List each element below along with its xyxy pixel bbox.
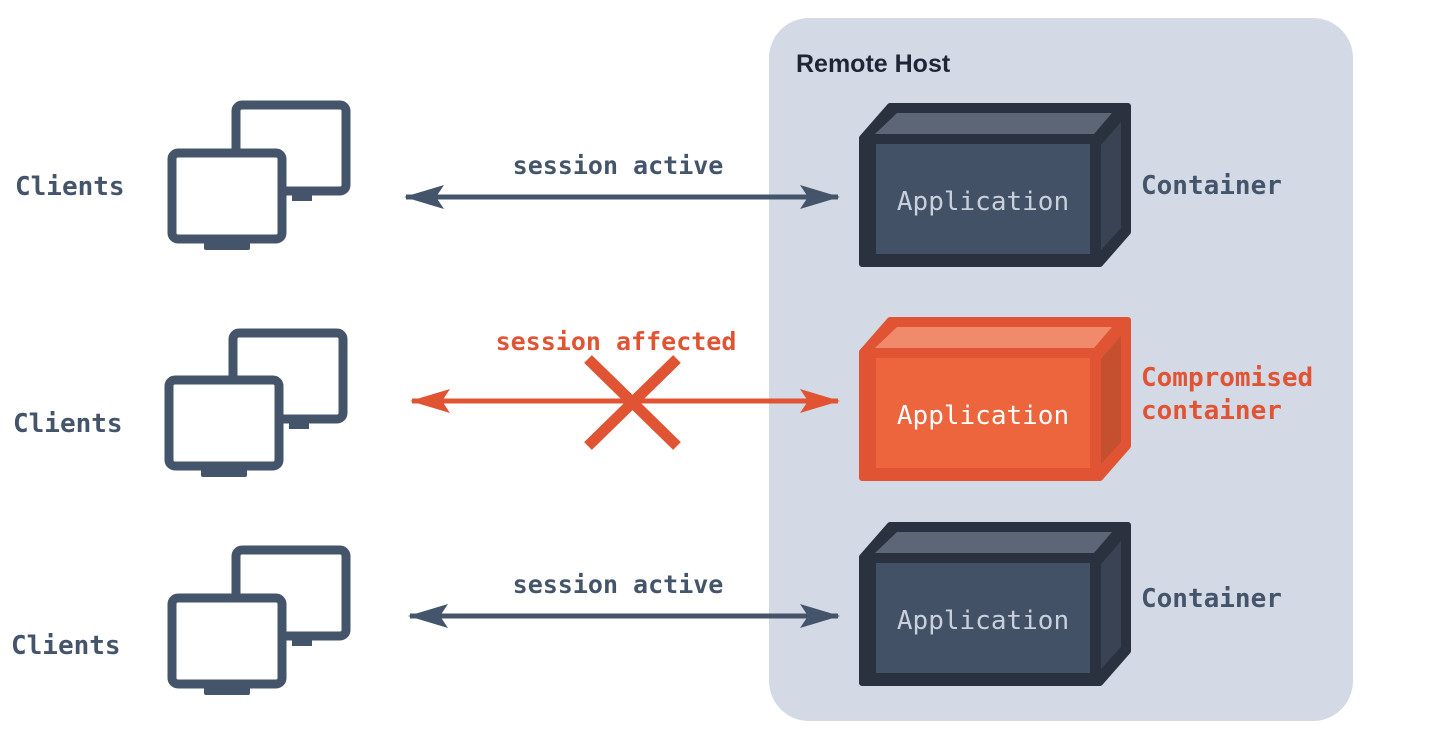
session-label: session affected — [496, 327, 737, 356]
clients-monitors-icon — [167, 100, 351, 250]
compromised-label-line2: container — [1141, 396, 1282, 426]
clients-label: Clients — [13, 409, 123, 439]
container-label: Container — [1141, 584, 1282, 614]
compromised-label-line1: Compromised — [1141, 363, 1313, 393]
row-2: Clients session affected Application Com… — [13, 317, 1313, 481]
remote-host-title: Remote Host — [796, 50, 951, 78]
row-1: Clients session active Application Conta… — [15, 100, 1282, 267]
row-3: Clients session active Application Conta… — [11, 522, 1282, 695]
session-label: session active — [513, 570, 724, 599]
clients-monitors-icon — [164, 328, 348, 477]
application-label: Application — [897, 401, 1069, 431]
broken-session-x-icon — [584, 355, 681, 450]
clients-monitors-icon — [167, 545, 351, 695]
container-box — [859, 522, 1131, 686]
clients-label: Clients — [15, 172, 125, 202]
application-label: Application — [897, 187, 1069, 217]
session-label: session active — [513, 151, 724, 180]
container-label: Container — [1141, 171, 1282, 201]
compromised-container-box — [859, 317, 1131, 481]
clients-label: Clients — [11, 631, 121, 661]
application-label: Application — [897, 606, 1069, 636]
container-box — [859, 103, 1131, 267]
